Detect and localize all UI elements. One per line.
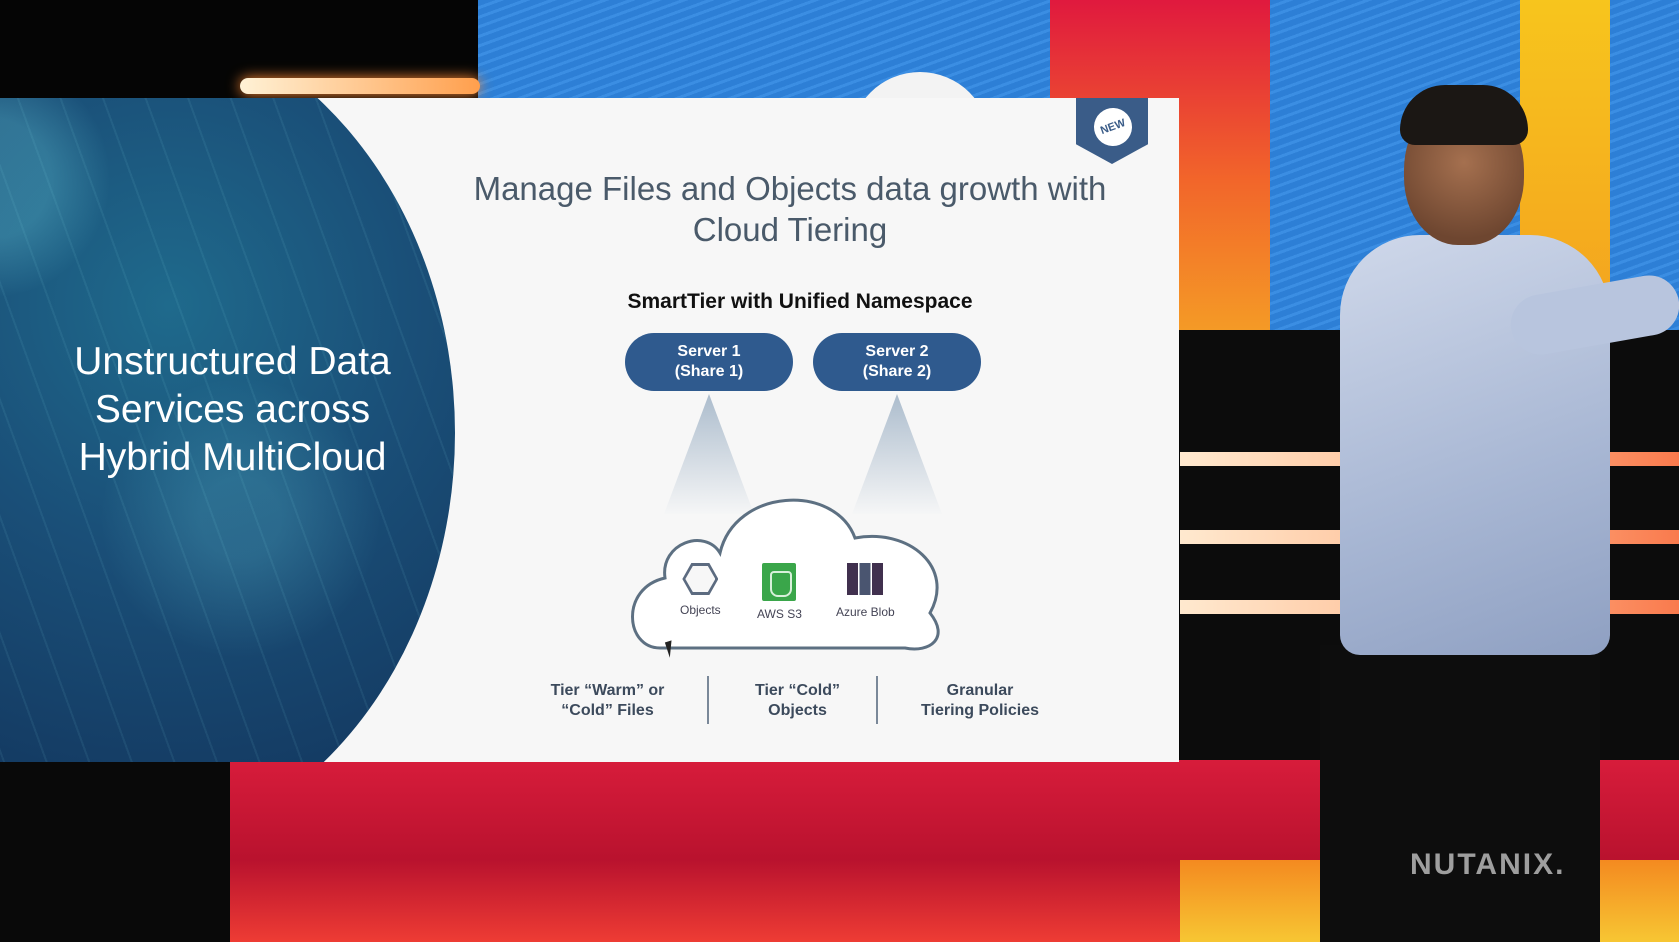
nutanix-watermark: NUTANIX.: [1410, 848, 1566, 881]
feature-line: “Cold” Files: [561, 702, 654, 719]
presenter: [1300, 85, 1679, 942]
diagram-title: SmartTier with Unified Namespace: [627, 290, 973, 313]
feature-tier-files: Tier “Warm” or “Cold” Files: [530, 681, 685, 721]
feature-line: Tiering Policies: [921, 702, 1039, 719]
server-name: Server 1: [677, 343, 741, 360]
server-2-pill: Server 2 (Share 2): [813, 333, 981, 391]
slide-title: Manage Files and Objects data growth wit…: [473, 170, 1107, 248]
cloud-item-label: Objects: [680, 603, 721, 617]
feature-tier-objects: Tier “Cold” Objects: [725, 681, 870, 721]
aws-s3-bucket-icon: [762, 563, 797, 601]
slide-left-heading: Unstructured Data Services across Hybrid…: [74, 340, 391, 479]
azure-blob-icon: [847, 563, 884, 595]
cloud-item-objects: Objects: [680, 563, 721, 617]
presenter-legs: [1320, 645, 1600, 942]
server-1-pill: Server 1 (Share 1): [625, 333, 793, 391]
cloud-item-label: Azure Blob: [836, 605, 895, 619]
feature-tiering-policies: Granular Tiering Policies: [895, 681, 1065, 721]
feature-line: Objects: [768, 702, 827, 719]
feature-divider: [707, 676, 709, 724]
feature-divider: [876, 676, 878, 724]
nutanix-objects-icon: [682, 563, 719, 595]
server-name: Server 2: [865, 343, 929, 360]
cloud-item-aws-s3: AWS S3: [757, 563, 802, 621]
cloud-icon: [631, 498, 940, 651]
slide-left-panel: [0, 98, 455, 762]
server-share: (Share 1): [674, 363, 744, 380]
presentation-slide: Unstructured Data Services across Hybrid…: [0, 98, 1179, 762]
cloud-item-label: AWS S3: [757, 607, 802, 621]
stage-light-bar: [240, 78, 480, 94]
feature-line: Granular: [946, 682, 1014, 699]
server-share: (Share 2): [862, 363, 932, 380]
cloud-item-azure-blob: Azure Blob: [836, 563, 895, 619]
stage-floor-shadow: [0, 760, 240, 942]
feature-line: Tier “Warm” or: [550, 682, 665, 699]
presenter-hair: [1400, 85, 1528, 145]
feature-line: Tier “Cold”: [754, 682, 841, 699]
